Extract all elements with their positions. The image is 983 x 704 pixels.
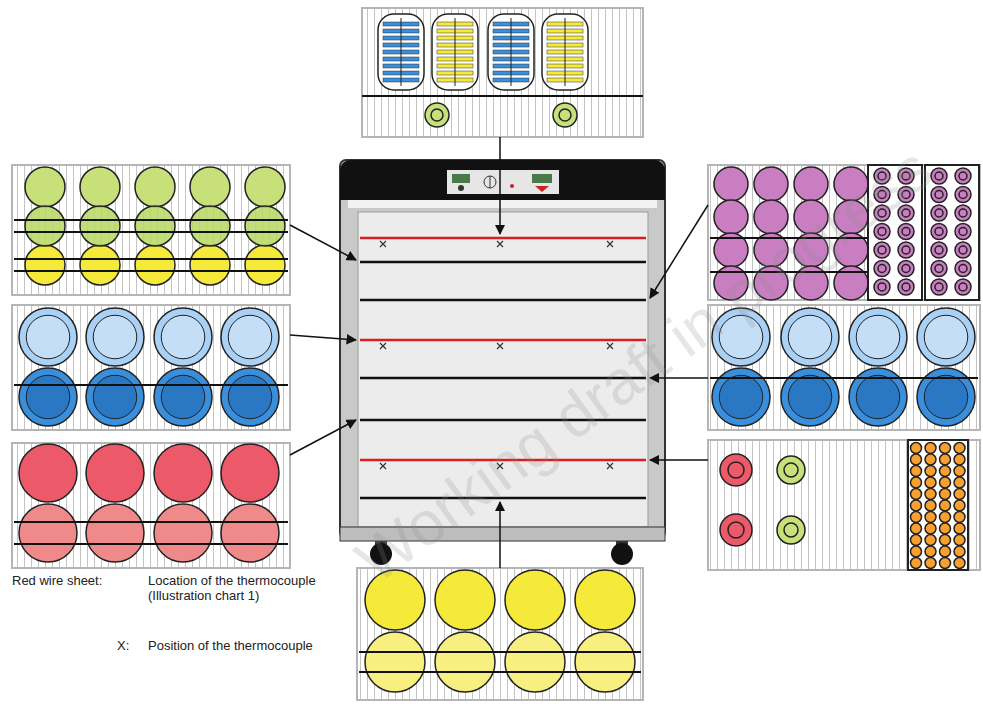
rack-panel	[12, 165, 290, 295]
rack-panel	[12, 305, 290, 430]
leader-arrow	[290, 335, 356, 340]
leader-arrow	[290, 225, 356, 260]
legend-note: Red wire sheet:	[12, 573, 142, 588]
leader-arrow	[650, 205, 708, 298]
leader-arrow	[650, 377, 708, 379]
rack-panel	[708, 305, 980, 430]
leader-arrow	[290, 420, 356, 455]
legend-note: X:	[117, 638, 145, 653]
leader-arrow	[499, 137, 501, 234]
legend-note: Location of the thermocouple (Illustrati…	[148, 573, 333, 603]
leader-arrow	[499, 502, 501, 568]
watermark: Working draft in progress	[343, 132, 944, 596]
oven-cabinet	[340, 160, 665, 565]
rack-panel	[12, 443, 290, 568]
legend-note: Position of the thermocouple	[148, 638, 333, 653]
rack-panel	[708, 165, 980, 300]
leader-arrow	[650, 459, 708, 461]
rack-panel	[708, 440, 980, 570]
rack-panel	[362, 8, 643, 137]
rack-panel	[357, 568, 643, 700]
